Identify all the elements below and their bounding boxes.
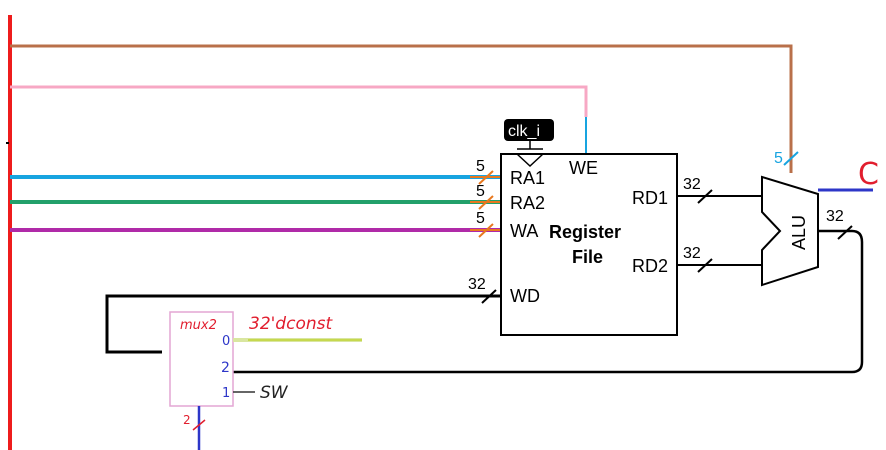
rd2-width-label: 32 bbox=[683, 245, 701, 262]
rd1-width-label: 32 bbox=[683, 176, 701, 193]
mux-input0-label: 0 bbox=[222, 334, 230, 349]
wd-feedback-wire bbox=[105, 294, 501, 354]
wd-width-label: 32 bbox=[468, 276, 486, 293]
register-file-title-line2: File bbox=[572, 247, 603, 267]
mux-sw-label: SW bbox=[260, 383, 289, 403]
alu-result-width-label: 32 bbox=[826, 208, 844, 225]
mux-select-width-label: 2 bbox=[183, 413, 191, 427]
port-wa-label: WA bbox=[510, 221, 538, 241]
mux-select-bus-slash bbox=[192, 419, 206, 431]
ra2-width-label: 5 bbox=[476, 183, 485, 200]
clk-label-box bbox=[504, 119, 554, 141]
alu-op-bus-slash bbox=[783, 151, 799, 166]
ra1-width-label: 5 bbox=[476, 158, 485, 175]
mux-input2-label: 2 bbox=[221, 360, 230, 376]
alu-result-wire bbox=[232, 229, 864, 374]
mux2-block bbox=[169, 311, 234, 407]
rd2-bus-slash bbox=[697, 258, 713, 273]
alu-block bbox=[761, 175, 819, 287]
ra1-bus-slash bbox=[478, 170, 494, 185]
clk-label: clk_i bbox=[508, 123, 540, 140]
register-file-title-line1: Register bbox=[549, 222, 621, 242]
rd1-bus-slash bbox=[697, 189, 713, 204]
wa-bus-slash bbox=[478, 223, 494, 238]
c-annotation: C bbox=[858, 157, 879, 192]
wd-bus-slash bbox=[481, 289, 497, 304]
alu-result-bus-slash bbox=[837, 225, 853, 240]
mux-const-label: 32'dconst bbox=[249, 314, 333, 334]
port-wd-label: WD bbox=[510, 286, 540, 306]
port-we-label: WE bbox=[569, 158, 598, 178]
brown-wire-alu-op bbox=[10, 44, 793, 173]
port-rd1-label: RD1 bbox=[632, 188, 668, 208]
register-file-block bbox=[500, 153, 678, 336]
mux2-title: mux2 bbox=[180, 318, 217, 333]
mux-input1-label: 1 bbox=[222, 386, 230, 401]
port-ra2-label: RA2 bbox=[510, 193, 545, 213]
pink-wire-we bbox=[10, 85, 588, 117]
alu-op-width-label: 5 bbox=[774, 150, 783, 167]
alu-label: ALU bbox=[789, 215, 809, 250]
port-rd2-label: RD2 bbox=[632, 256, 668, 276]
ra2-bus-slash bbox=[478, 195, 494, 210]
wa-width-label: 5 bbox=[476, 210, 485, 227]
clock-triangle bbox=[516, 153, 544, 168]
port-ra1-label: RA1 bbox=[510, 168, 545, 188]
